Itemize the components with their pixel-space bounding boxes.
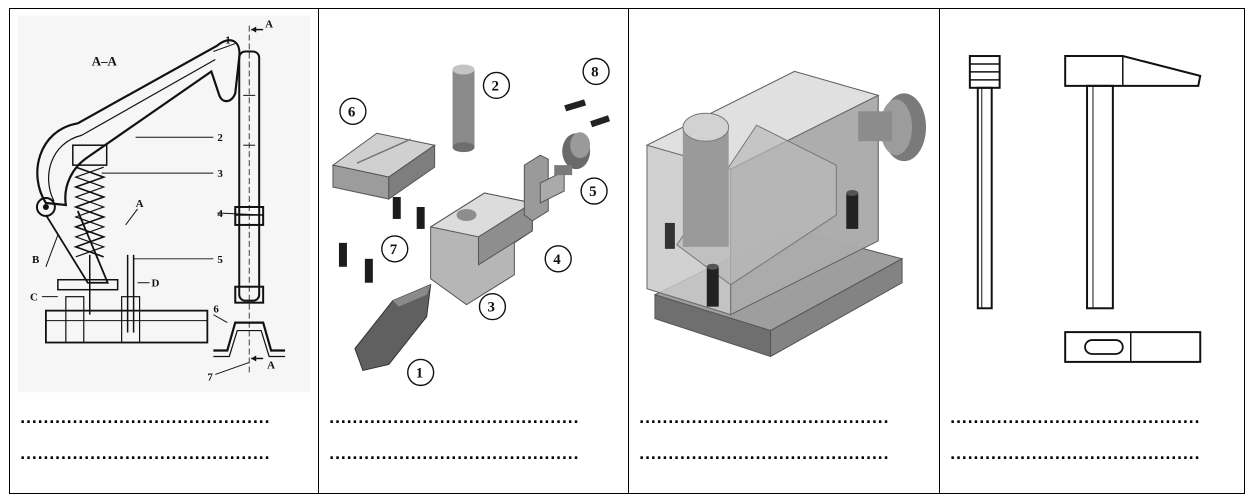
part-number-4: 4 (553, 252, 561, 268)
hammer-figure (948, 15, 1236, 393)
label-B: B (32, 254, 39, 266)
part-label-3: 3 (217, 168, 223, 180)
section-arrow-label-bottom: A (267, 359, 275, 371)
exploded-parts-drawing: 6 2 8 5 4 7 3 1 (331, 57, 611, 387)
label-A: A (136, 198, 144, 210)
answer-line-1[interactable]: ........................................… (639, 411, 890, 427)
answer-line-1[interactable]: ........................................… (329, 411, 580, 427)
panel-exploded-view: 6 2 8 5 4 7 3 1 ........................… (319, 9, 629, 493)
worksheet-table: A–A 1 2 3 4 5 6 7 A A A B C D ..........… (9, 8, 1245, 494)
technical-drawing-figure: A–A 1 2 3 4 5 6 7 A A A B C D (18, 15, 310, 393)
answer-lines: ........................................… (950, 401, 1234, 473)
answer-lines: ........................................… (20, 401, 308, 473)
part-number-7: 7 (390, 242, 398, 258)
part-label-5: 5 (217, 254, 223, 266)
part-label-6: 6 (213, 304, 219, 316)
part-number-8: 8 (591, 64, 598, 80)
label-C: C (30, 292, 38, 304)
part-number-1: 1 (416, 365, 423, 381)
press-tool-drawing: A–A 1 2 3 4 5 6 7 A A A B C D (18, 15, 310, 393)
section-arrow-label-top: A (265, 19, 273, 31)
answer-line-2[interactable]: ........................................… (20, 447, 271, 463)
assembled-view-figure (637, 15, 931, 393)
answer-line-2[interactable]: ........................................… (639, 447, 890, 463)
answer-line-1[interactable]: ........................................… (950, 411, 1201, 427)
hammer-orthographic-drawing (968, 55, 1202, 363)
part-number-6: 6 (348, 104, 356, 120)
exploded-view-figure: 6 2 8 5 4 7 3 1 (327, 15, 620, 393)
part-number-2: 2 (491, 78, 498, 94)
part-label-4: 4 (217, 208, 223, 220)
part-label-7: 7 (207, 371, 213, 383)
panel-assembled-3d-view: ........................................… (629, 9, 940, 493)
answer-lines: ........................................… (639, 401, 929, 473)
label-D: D (152, 278, 160, 290)
assembled-tool-render (645, 70, 927, 358)
part-label-2: 2 (217, 132, 222, 144)
part-label-1: 1 (225, 35, 230, 47)
part-number-3: 3 (487, 300, 494, 316)
panel-technical-drawing: A–A 1 2 3 4 5 6 7 A A A B C D ..........… (10, 9, 319, 493)
answer-line-2[interactable]: ........................................… (329, 447, 580, 463)
answer-line-2[interactable]: ........................................… (950, 447, 1201, 463)
panel-hammer-drawing: ........................................… (940, 9, 1244, 493)
section-label: A–A (92, 53, 118, 68)
answer-lines: ........................................… (329, 401, 618, 473)
part-number-5: 5 (589, 184, 596, 200)
answer-line-1[interactable]: ........................................… (20, 411, 271, 427)
